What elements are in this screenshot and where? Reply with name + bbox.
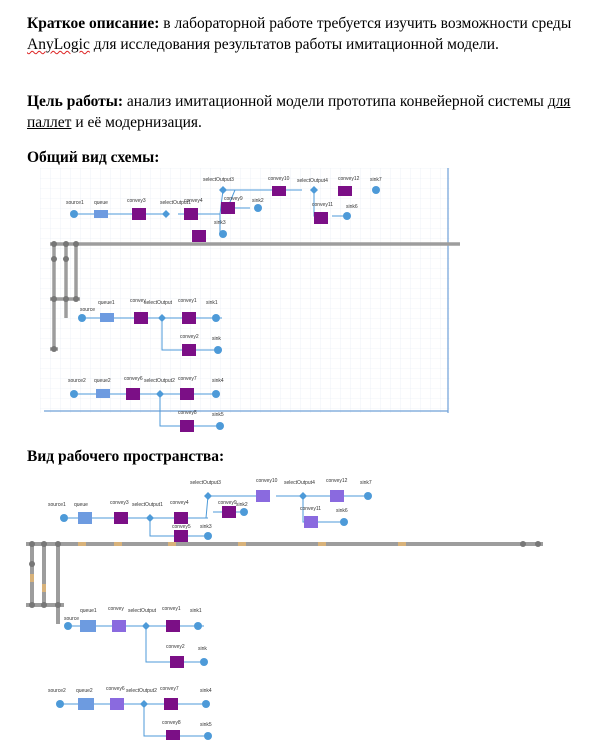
goal-label: Цель работы: <box>27 93 124 110</box>
scheme-label-sink3: sink3 <box>214 220 226 226</box>
scheme-label-sink5: sink5 <box>212 412 224 418</box>
scheme-heading-text: Общий вид схемы: <box>27 149 160 166</box>
goal-text-a: анализ имитационной модели прототипа кон… <box>123 93 548 110</box>
ws-label-convey2: convey2 <box>166 644 185 650</box>
scheme-label-source: source <box>80 307 95 313</box>
scheme-label-sink7: sink7 <box>370 177 382 183</box>
scheme-label-convey4: convey4 <box>184 198 203 204</box>
ws-label-convey11: convey11 <box>300 506 321 512</box>
ws-label-convey4: convey4 <box>170 500 189 506</box>
scheme-label-sink: sink <box>212 336 221 342</box>
scheme-label-queue1: queue1 <box>98 300 115 306</box>
pallet-word: для паллет <box>27 93 571 131</box>
scheme-label-convey10: convey10 <box>268 176 290 182</box>
scheme-label-selectOutput3: selectOutput3 <box>203 177 234 183</box>
scheme-label-selectOutput1: selectOutput1 <box>160 200 191 206</box>
scheme-label-queue2: queue2 <box>94 378 111 384</box>
ws-label-convey8: convey8 <box>162 720 181 726</box>
ws-label-convey1: convey1 <box>162 606 181 612</box>
description-label: Краткое описание: <box>27 15 160 32</box>
ws-label-convey7: convey7 <box>160 686 179 692</box>
scheme-label-convey12: convey12 <box>338 176 360 182</box>
ws-label-selectOutput3: selectOutput3 <box>190 480 221 486</box>
ws-label-convey10: convey10 <box>256 478 278 484</box>
workspace-diagram: source1 queue convey3 selectOutput1 conv… <box>26 478 543 740</box>
scheme-label-convey9: convey9 <box>224 196 243 202</box>
scheme-label-convey6: convey6 <box>124 376 143 382</box>
scheme-label-source1: source1 <box>66 200 84 206</box>
scheme-label-convey2: convey2 <box>180 334 199 340</box>
ws-label-sink7: sink7 <box>360 480 372 486</box>
ws-label-sink5: sink5 <box>200 722 212 728</box>
ws-label-selectOutput2: selectOutput2 <box>126 688 157 694</box>
ws-label-sink6: sink6 <box>336 508 348 514</box>
scheme-label-source2: source2 <box>68 378 86 384</box>
ws-label-source2: source2 <box>48 688 66 694</box>
goal-paragraph: Цель работы: анализ имитационной модели … <box>27 91 587 133</box>
scheme-label-queue: queue <box>94 200 108 206</box>
ws-label-convey6: convey6 <box>106 686 125 692</box>
description-paragraph: Краткое описание: в лабораторной работе … <box>27 13 587 55</box>
ws-label-sink2: sink2 <box>236 502 248 508</box>
description-text-a: в лабораторной работе требуется изучить … <box>159 15 572 32</box>
scheme-label-selectOutput2: selectOutput2 <box>144 378 175 384</box>
scheme-label-sink6: sink6 <box>346 204 358 210</box>
scheme-label-convey8: convey8 <box>178 410 197 416</box>
scheme-label-selectOutput: selectOutput <box>144 300 173 306</box>
ws-label-source: source <box>64 616 79 622</box>
scheme-label-convey3: convey3 <box>127 198 146 204</box>
ws-label-selectOutput1: selectOutput1 <box>132 502 163 508</box>
ws-label-queue2: queue2 <box>76 688 93 694</box>
scheme-label-convey: convey <box>130 298 146 304</box>
ws-label-convey5: convey5 <box>172 524 191 530</box>
ws-label-sink3: sink3 <box>200 524 212 530</box>
scheme-label-sink1: sink1 <box>206 300 218 306</box>
anylogic-word: AnyLogic <box>27 36 90 53</box>
scheme-diagram: source1 queue convey3 selectOutput1 conv… <box>40 168 460 432</box>
ws-label-sink: sink <box>198 646 207 652</box>
ws-label-sink4: sink4 <box>200 688 212 694</box>
scheme-label-convey11: convey11 <box>312 202 333 208</box>
workspace-heading-text: Вид рабочего пространства: <box>27 448 225 465</box>
ws-label-selectOutput4: selectOutput4 <box>284 480 315 486</box>
description-text-b: для исследования результатов работы имит… <box>89 36 499 53</box>
ws-label-queue1: queue1 <box>80 608 97 614</box>
ws-label-source1: source1 <box>48 502 66 508</box>
ws-label-convey12: convey12 <box>326 478 348 484</box>
ws-label-convey3: convey3 <box>110 500 129 506</box>
scheme-heading: Общий вид схемы: <box>27 147 587 168</box>
ws-label-convey: convey <box>108 606 124 612</box>
workspace-heading: Вид рабочего пространства: <box>27 446 587 467</box>
scheme-label-sink2: sink2 <box>252 198 264 204</box>
goal-text-b: и её модернизация. <box>71 114 202 131</box>
ws-label-selectOutput: selectOutput <box>128 608 157 614</box>
ws-label-queue: queue <box>74 502 88 508</box>
scheme-label-sink4: sink4 <box>212 378 224 384</box>
ws-label-convey9: convey9 <box>218 500 237 506</box>
scheme-label-selectOutput4: selectOutput4 <box>297 178 328 184</box>
scheme-label-convey1: convey1 <box>178 298 197 304</box>
ws-label-sink1: sink1 <box>190 608 202 614</box>
scheme-label-convey7: convey7 <box>178 376 197 382</box>
